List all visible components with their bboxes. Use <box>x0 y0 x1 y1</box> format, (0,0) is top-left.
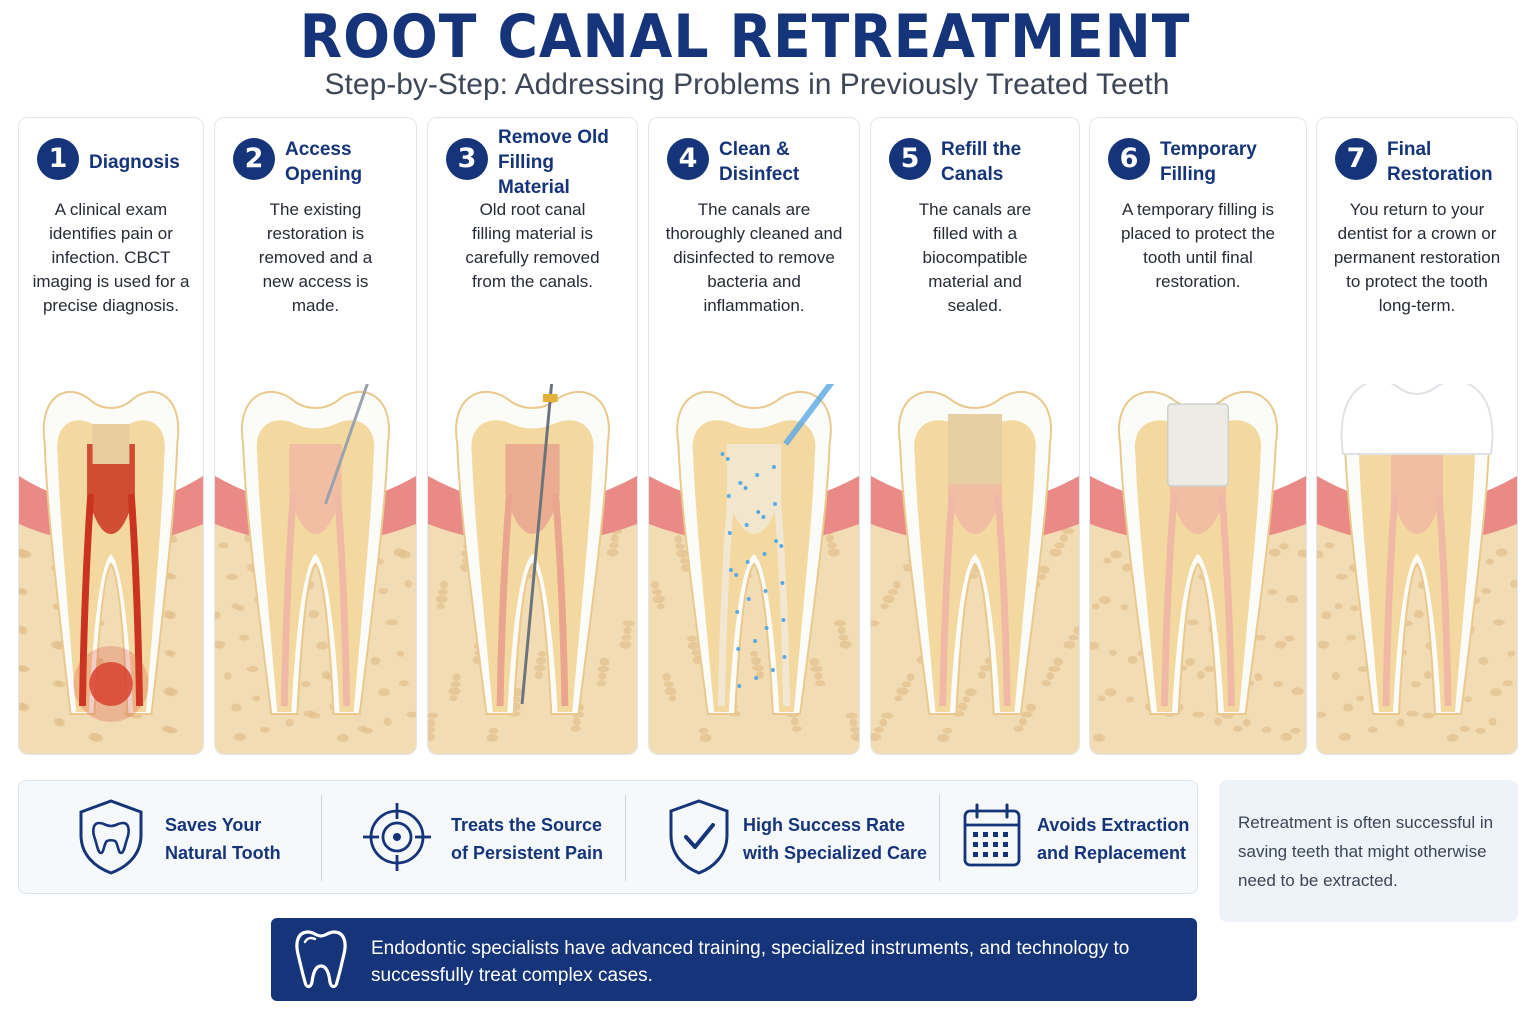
shield-check-icon <box>669 799 729 875</box>
step-description: A clinical exam identifies pain or infec… <box>32 200 190 315</box>
divider <box>625 795 626 881</box>
benefit-saves-tooth: Saves Your Natural Tooth <box>71 781 331 893</box>
step-title: Clean & Disinfect <box>719 139 800 185</box>
benefit-treats-source: Treats the Source of Persistent Pain <box>357 781 627 893</box>
step-number-badge: 2 <box>233 138 275 180</box>
step-card-clean-disinfect: 4 Clean & Disinfect The canals are thoro… <box>648 117 860 755</box>
benefit-label-line1: Treats the Source <box>451 815 603 835</box>
benefit-label-line1: High Success Rate <box>743 815 906 835</box>
page-title: ROOT CANAL RETREATMENT <box>299 2 1191 72</box>
benefit-label-line2: with Specialized Care <box>743 843 928 863</box>
specialist-banner: Endodontic specialists have advanced tra… <box>271 918 1197 1001</box>
specialist-banner-text: Endodontic specialists have advanced tra… <box>371 938 1130 986</box>
step-description: You return to your dentist for a crown o… <box>1333 200 1501 315</box>
benefit-label-line2: and Replacement <box>1037 843 1187 863</box>
irrigation-icon <box>649 384 859 754</box>
target-icon <box>363 803 431 871</box>
step-number-badge: 3 <box>446 138 488 180</box>
step-title: Remove Old Filling Material <box>498 126 609 198</box>
divider <box>321 795 322 881</box>
step-number-badge: 7 <box>1335 138 1377 180</box>
shield-tooth-icon <box>79 799 143 875</box>
step-description: The canals are filled with a biocompatib… <box>918 200 1032 315</box>
crown-icon <box>1317 384 1517 754</box>
step-number-badge: 1 <box>37 138 79 180</box>
step-number-badge: 5 <box>889 138 931 180</box>
step-card-remove-filling: 3 Remove Old Filling Material Old root c… <box>427 117 638 755</box>
step-card-temporary-filling: 6 Temporary Filling A temporary filling … <box>1089 117 1307 755</box>
benefit-label-line2: of Persistent Pain <box>451 843 604 863</box>
temporary-filling-icon <box>1090 391 1306 754</box>
step-title: Final Restoration <box>1387 139 1493 185</box>
step-description: A temporary filling is placed to protect… <box>1120 200 1276 291</box>
page-subtitle: Step-by-Step: Addressing Problems in Pre… <box>324 68 1170 101</box>
benefit-avoids-extraction: Avoids Extraction and Replacement <box>953 781 1193 893</box>
step-title: Access Opening <box>285 139 363 185</box>
step-card-final-restoration: 7 Final Restoration You return to your d… <box>1316 117 1518 755</box>
divider <box>939 795 940 881</box>
infected-tooth-icon <box>19 391 203 754</box>
step-title: Refill the Canals <box>941 139 1022 185</box>
calendar-icon <box>963 803 1021 867</box>
step-description: Old root canal filling material is caref… <box>465 200 600 291</box>
step-number-badge: 4 <box>667 138 709 180</box>
benefit-label-line1: Saves Your <box>165 815 262 835</box>
drill-access-icon <box>215 384 416 754</box>
step-card-diagnosis: 1 Diagnosis A clinical exam identifies p… <box>18 117 204 755</box>
step-card-access-opening: 2 Access Opening The existing restoratio… <box>214 117 417 755</box>
step-card-refill-canals: 5 Refill the Canals The canals are fille… <box>870 117 1080 755</box>
success-note: Retreatment is often successful in savin… <box>1219 780 1518 922</box>
step-title: Diagnosis <box>89 151 180 173</box>
step-description: The existing restoration is removed and … <box>258 200 373 315</box>
step-title: Temporary Filling <box>1160 139 1257 185</box>
tooth-outline-icon <box>295 930 347 989</box>
step-description: The canals are thoroughly cleaned and di… <box>665 200 843 315</box>
benefit-high-success: High Success Rate with Specialized Care <box>659 781 949 893</box>
step-number-badge: 6 <box>1108 138 1150 180</box>
benefits-panel: Saves Your Natural Tooth Treats the Sour… <box>18 780 1198 894</box>
benefit-label-line2: Natural Tooth <box>165 843 281 863</box>
endodontic-file-icon <box>428 384 637 754</box>
benefit-label-line1: Avoids Extraction <box>1037 815 1190 835</box>
filled-canals-icon <box>871 391 1079 754</box>
